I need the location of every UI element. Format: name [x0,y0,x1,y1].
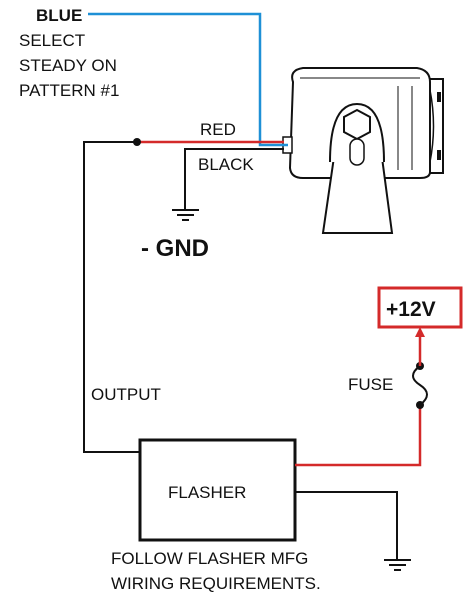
blue-wire-label: BLUE [36,6,82,25]
blue-note-line-1: SELECT [19,31,85,50]
black-wire-ground [184,148,284,210]
flasher-ground-symbol-icon [384,559,411,571]
red-wire-label: RED [200,120,236,139]
note-line-2: WIRING REQUIREMENTS. [111,574,321,593]
fuse-label: FUSE [348,375,393,394]
power-box [377,286,463,329]
power-label: +12V [386,298,436,321]
flasher-label: FLASHER [168,483,246,502]
blue-note-line-3: PATTERN #1 [19,81,119,100]
arrow-up-icon [415,327,425,337]
flasher-ground-wire [295,491,398,560]
blue-wire [88,12,288,147]
output-label: OUTPUT [91,385,161,404]
output-wire [83,141,140,453]
ground-label: - GND [141,235,209,262]
fuse-icon [412,362,428,409]
black-wire-label: BLACK [198,155,254,174]
junction-dot [133,138,141,146]
blue-note-line-2: STEADY ON [19,56,117,75]
red-wire-flasher [295,405,422,467]
note-line-1: FOLLOW FLASHER MFG [111,549,308,568]
flasher-box [138,438,297,542]
ground-symbol-icon [172,209,199,221]
light-fixture-icon [282,67,444,234]
